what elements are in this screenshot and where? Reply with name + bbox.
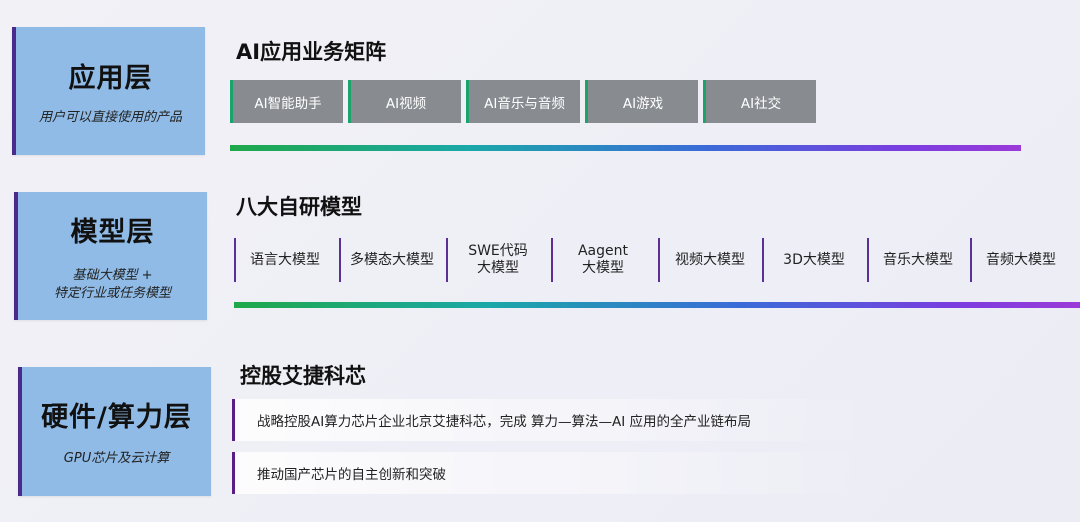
layer-subtitle-line: GPU芯片及云计算 (63, 451, 170, 466)
layer-subtitle: GPU芯片及云计算 (64, 450, 169, 468)
layer-subtitle: 用户可以直接使用的产品 (39, 109, 182, 127)
layer-subtitle-line: 用户可以直接使用的产品 (38, 109, 182, 125)
app-chip: AI视频 (348, 80, 461, 123)
model-item: 多模态大模型 (339, 238, 443, 282)
model-item-line: 音乐大模型 (883, 251, 953, 268)
gradient-divider (230, 145, 1021, 151)
app-chip: AI智能助手 (230, 80, 343, 123)
layer-title: 应用层 (68, 62, 153, 94)
layer-subtitle-line: 基础大模型 + (72, 267, 153, 283)
model-item-line: SWE代码 (468, 243, 528, 259)
model-item-line: Aagent (577, 243, 629, 259)
model-item: SWE代码 大模型 (446, 238, 548, 282)
model-item: 音乐大模型 (867, 238, 967, 282)
layer-box-model: 模型层 基础大模型 + 特定行业或任务模型 (14, 192, 207, 320)
model-item-line: 视频大模型 (675, 251, 745, 268)
model-section-title: 八大自研模型 (236, 195, 362, 219)
model-item-line: 语言大模型 (250, 251, 320, 268)
model-item-line: 大模型 (476, 260, 519, 276)
app-chip: AI社交 (703, 80, 816, 123)
model-item-line: 3D大模型 (783, 251, 845, 268)
model-item: 音频大模型 (970, 238, 1070, 282)
layer-title: 模型层 (70, 216, 155, 248)
app-chip: AI音乐与音频 (466, 80, 580, 123)
layer-box-hardware: 硬件/算力层 GPU芯片及云计算 (18, 367, 211, 496)
hardware-bullet: 推动国产芯片的自主创新和突破 (232, 452, 872, 494)
layer-box-application: 应用层 用户可以直接使用的产品 (12, 27, 205, 155)
layer-title: 硬件/算力层 (41, 402, 192, 433)
model-item-line: 音频大模型 (986, 251, 1056, 268)
gradient-divider (234, 302, 1080, 308)
hardware-bullet: 战略控股AI算力芯片企业北京艾捷科芯，完成 算力—算法—AI 应用的全产业链布局 (232, 399, 872, 441)
hardware-section-title: 控股艾捷科芯 (240, 364, 366, 388)
app-chip: AI游戏 (585, 80, 698, 123)
layer-subtitle-line: 特定行业或任务模型 (53, 285, 171, 301)
hardware-bullet-text: 推动国产芯片的自主创新和突破 (257, 467, 446, 483)
model-item-line: 多模态大模型 (350, 251, 434, 268)
model-item: Aagent 大模型 (551, 238, 653, 282)
model-item: 语言大模型 (234, 238, 334, 282)
model-item: 视频大模型 (658, 238, 760, 282)
hardware-bullet-text: 战略控股AI算力芯片企业北京艾捷科芯，完成 算力—算法—AI 应用的全产业链布局 (257, 414, 752, 430)
model-item-line: 大模型 (582, 260, 624, 276)
layer-subtitle: 基础大模型 + 特定行业或任务模型 (54, 267, 171, 303)
app-section-title: AI应用业务矩阵 (236, 40, 387, 64)
model-item: 3D大模型 (762, 238, 864, 282)
